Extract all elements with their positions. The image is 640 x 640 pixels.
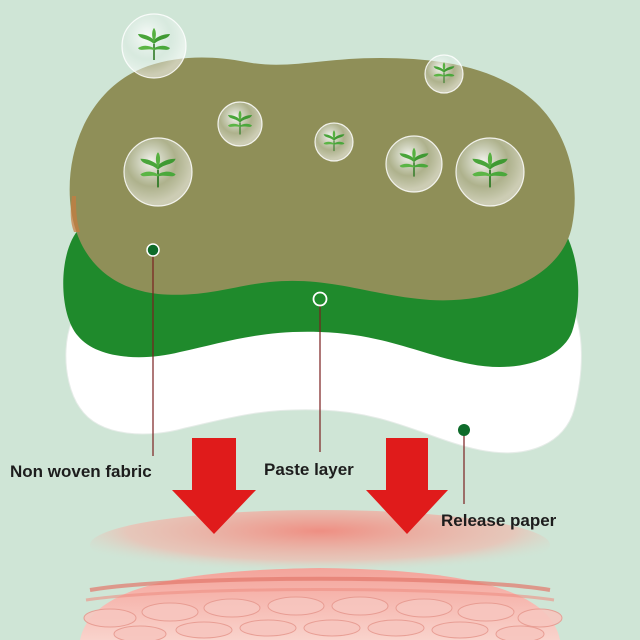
herb-bubble-icon: [123, 137, 193, 207]
herb-bubble-icon: [424, 54, 464, 94]
herb-bubble-icon: [217, 101, 263, 147]
non-woven-fabric-pointer: [146, 243, 160, 456]
skin-tissue-graphic: [80, 510, 563, 640]
non-woven-fabric-layer: [69, 57, 575, 301]
herb-bubble-icon: [385, 135, 443, 193]
non-woven-fabric-label: Non woven fabric: [10, 462, 152, 481]
down-arrow-icon: [366, 438, 448, 534]
down-arrow-icon: [172, 438, 256, 534]
paste-layer-label: Paste layer: [264, 460, 354, 479]
herb-bubble-icon: [314, 122, 354, 162]
release-paper-pointer: [458, 424, 470, 504]
herb-bubble-icon: [121, 13, 187, 79]
release-paper-label: Release paper: [441, 511, 557, 530]
herb-bubble-icon: [455, 137, 525, 207]
paste-layer-pointer: [312, 291, 328, 452]
